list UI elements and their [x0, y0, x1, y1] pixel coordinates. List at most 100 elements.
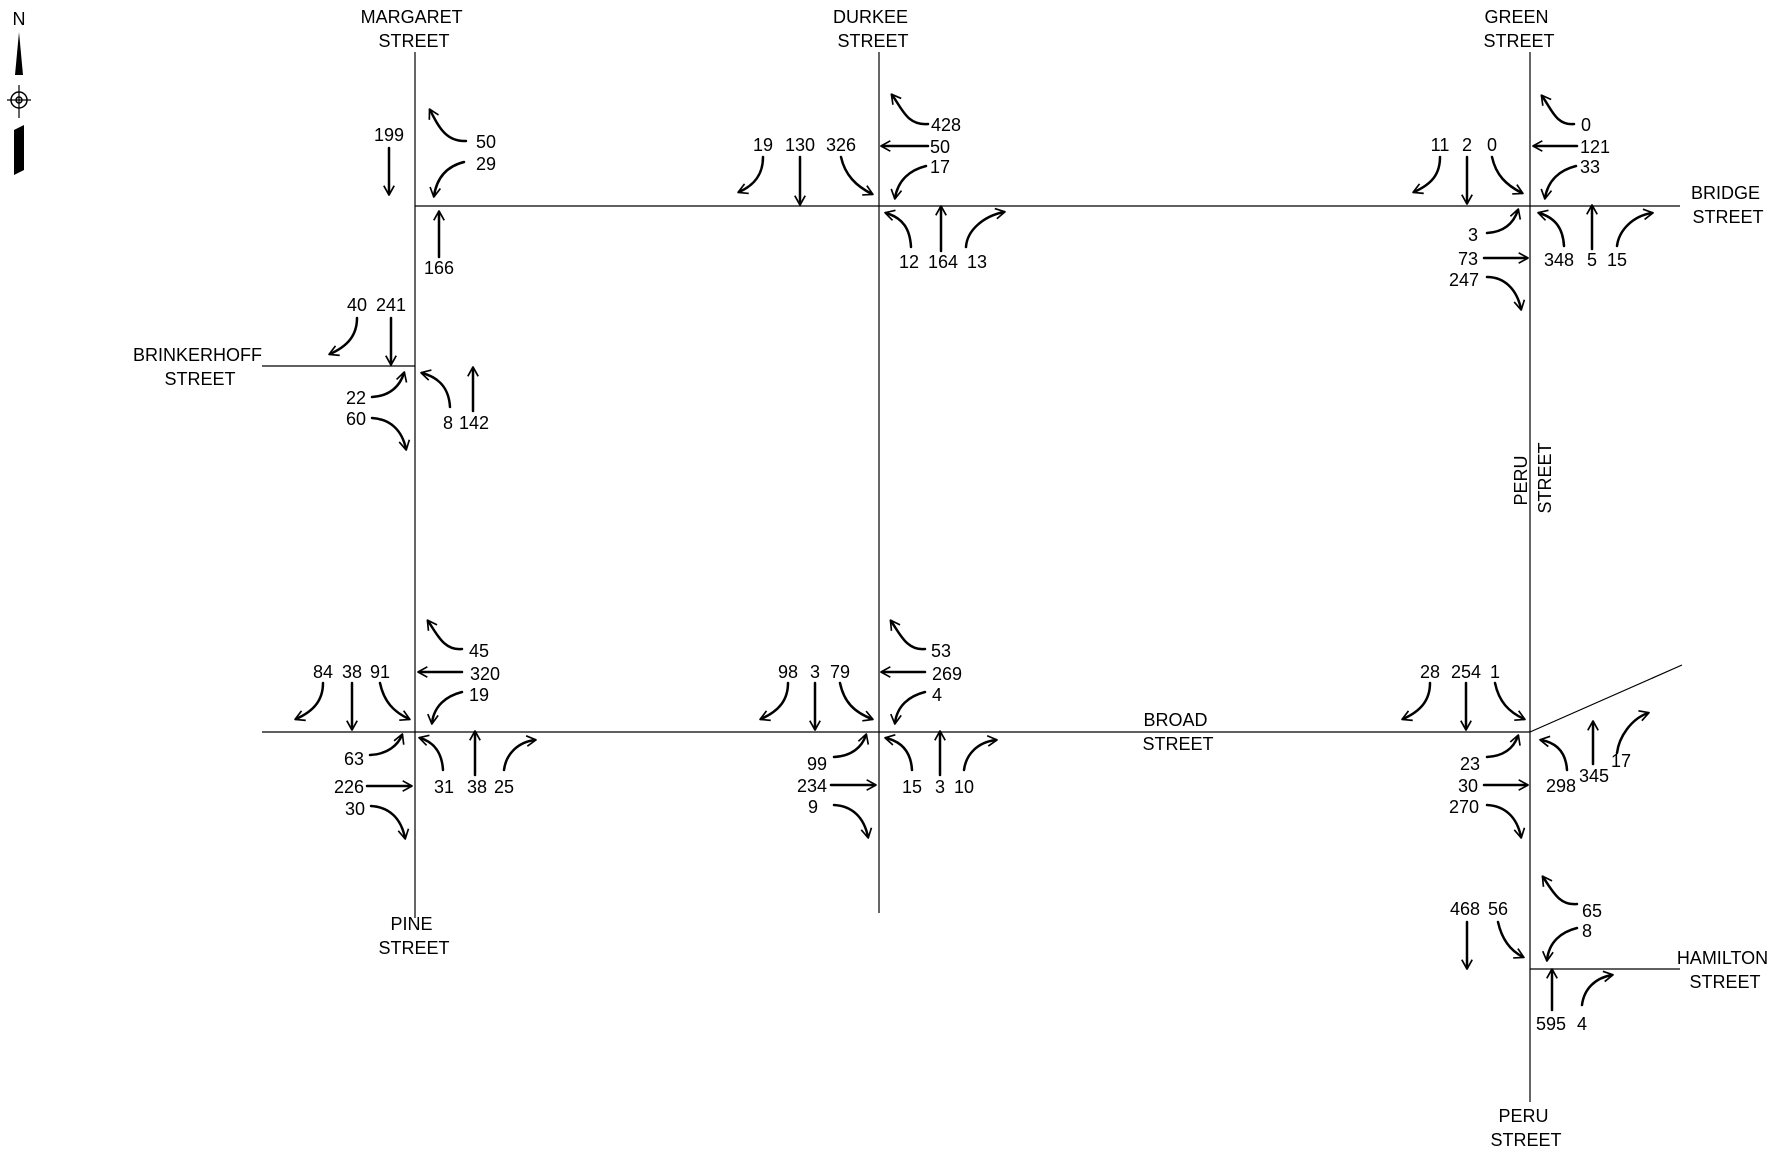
- nb-left-arrow: [418, 734, 445, 772]
- sb-thru-count: 199: [374, 125, 404, 145]
- sb-right-arrow: [737, 155, 765, 195]
- eb-left-arrow: [368, 733, 405, 757]
- nb-right-arrow: [1615, 208, 1654, 248]
- eb-right-count: 9: [808, 797, 818, 817]
- wb-left-arrow: [890, 164, 928, 200]
- broad-street-east-line: [1529, 664, 1683, 733]
- wb-right-count: 65: [1582, 901, 1602, 921]
- peru-street-bottom-label: PERU STREET: [1490, 1106, 1561, 1150]
- sb-right-arrow: [1401, 681, 1432, 722]
- sb-right-count: 28: [1420, 662, 1440, 682]
- wb-right-arrow: [889, 619, 927, 651]
- north-arrow-icon: N: [7, 9, 31, 175]
- nb-left-count: 298: [1546, 776, 1576, 796]
- wb-right-count: 50: [476, 132, 496, 152]
- eb-right-count: 247: [1449, 270, 1479, 290]
- eb-right-arrow: [370, 416, 411, 451]
- sb-thru-count: 130: [785, 135, 815, 155]
- nb-left-arrow: [1539, 735, 1569, 772]
- wb-thru-count: 50: [930, 137, 950, 157]
- nb-left-arrow: [420, 369, 452, 409]
- sb-thru-count: 468: [1450, 899, 1480, 919]
- intersection-durkee-bridge: 19 130 326 428 50 17 12 164 13: [737, 93, 1006, 272]
- wb-left-count: 29: [476, 154, 496, 174]
- nb-left-count: 31: [434, 777, 454, 797]
- nb-thru-count: 3: [935, 777, 945, 797]
- eb-right-arrow: [1485, 803, 1526, 839]
- intersection-pine-broad: 84 38 91 45 320 19 63 226 30 31 38 25: [294, 619, 537, 840]
- eb-left-count: 99: [807, 754, 827, 774]
- eb-left-count: 63: [344, 749, 364, 769]
- nb-thru-count: 164: [928, 252, 958, 272]
- intersection-peru-broad: 28 254 1 23 30 270 298 345 17: [1401, 662, 1650, 839]
- nb-left-count: 348: [1544, 250, 1574, 270]
- sb-left-count: 91: [370, 662, 390, 682]
- nb-left-count: 12: [899, 252, 919, 272]
- nb-right-arrow: [1615, 710, 1650, 755]
- sb-right-arrow: [328, 316, 359, 357]
- wb-left-count: 17: [930, 157, 950, 177]
- broad-street-label: BROAD STREET: [1142, 710, 1213, 754]
- sb-thru-count: 2: [1462, 135, 1472, 155]
- nb-thru-count: 5: [1587, 250, 1597, 270]
- wb-left-count: 33: [1580, 157, 1600, 177]
- intersection-margaret-bridge: 199 50 29 166: [374, 108, 496, 278]
- wb-right-count: 53: [931, 641, 951, 661]
- eb-left-arrow: [1485, 208, 1522, 235]
- sb-right-count: 11: [1431, 135, 1450, 155]
- nb-left-count: 8: [443, 413, 453, 433]
- wb-left-count: 8: [1582, 921, 1592, 941]
- wb-left-arrow: [890, 690, 927, 725]
- sb-left-count: 79: [830, 662, 850, 682]
- street-network: [262, 52, 1683, 1102]
- intersection-margaret-brinkerhoff: 40 241 22 60 8 142: [328, 295, 489, 451]
- eb-right-arrow: [369, 804, 410, 840]
- sb-left-arrow: [378, 681, 411, 722]
- nb-right-count: 15: [1607, 250, 1627, 270]
- nb-left-arrow: [1537, 209, 1566, 248]
- eb-left-arrow: [832, 733, 870, 759]
- wb-right-arrow: [1541, 875, 1579, 906]
- nb-left-count: 15: [902, 777, 922, 797]
- sb-thru-count: 254: [1451, 662, 1481, 682]
- wb-thru-count: 269: [932, 664, 962, 684]
- pine-street-label: PINE STREET: [378, 914, 449, 958]
- wb-right-count: 428: [931, 115, 961, 135]
- nb-left-arrow: [884, 209, 913, 249]
- nb-right-count: 17: [1611, 751, 1631, 771]
- durkee-street-label: DURKEE STREET: [833, 7, 913, 51]
- nb-right-count: 10: [954, 777, 974, 797]
- sb-right-count: 98: [778, 662, 798, 682]
- wb-thru-count: 320: [470, 664, 500, 684]
- nb-thru-count: 345: [1579, 766, 1609, 786]
- green-street-label: GREEN STREET: [1483, 7, 1554, 51]
- nb-thru-count: 595: [1536, 1014, 1566, 1034]
- eb-left-arrow: [370, 371, 408, 399]
- eb-thru-count: 30: [1458, 776, 1478, 796]
- sb-left-arrow: [1490, 155, 1524, 195]
- sb-left-arrow: [1496, 920, 1525, 959]
- wb-right-count: 45: [469, 641, 489, 661]
- sb-left-arrow: [838, 681, 874, 722]
- wb-thru-count: 121: [1580, 137, 1610, 157]
- nb-right-count: 13: [967, 252, 987, 272]
- nb-thru-count: 38: [467, 777, 487, 797]
- intersection-peru-hamilton: 468 56 65 8 595 4: [1450, 875, 1614, 1034]
- sb-left-count: 0: [1487, 135, 1497, 155]
- sb-right-count: 19: [753, 135, 773, 155]
- sb-thru-count: 3: [810, 662, 820, 682]
- wb-left-arrow: [1541, 926, 1579, 962]
- nb-right-arrow: [962, 734, 998, 772]
- sb-thru-count: 38: [342, 662, 362, 682]
- sb-left-count: 326: [826, 135, 856, 155]
- nb-left-arrow: [884, 734, 914, 772]
- eb-right-arrow: [832, 803, 873, 839]
- brinkerhoff-street-label: BRINKERHOFF STREET: [133, 345, 267, 389]
- wb-left-arrow: [1540, 164, 1578, 200]
- sb-left-count: 1: [1490, 662, 1500, 682]
- bridge-street-label: BRIDGE STREET: [1691, 183, 1765, 227]
- wb-left-count: 4: [932, 685, 942, 705]
- eb-left-count: 22: [346, 388, 366, 408]
- wb-left-arrow: [427, 690, 464, 725]
